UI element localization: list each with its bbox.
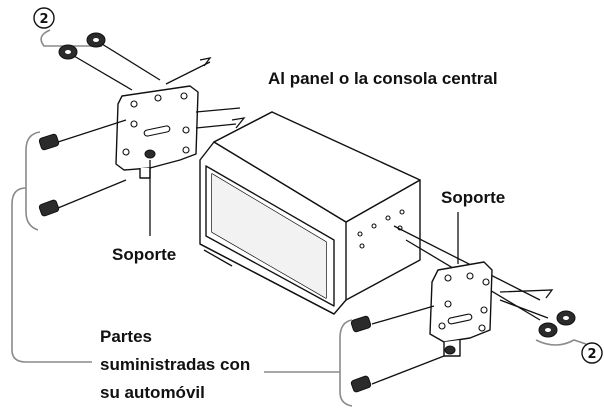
group-bracket-left-screws: [25, 131, 41, 231]
callout-2-top: 2: [33, 7, 55, 29]
screw-left-1: [38, 119, 127, 151]
supplied-parts-line-1: Partes: [100, 327, 152, 346]
guide-line-1: [73, 55, 133, 91]
bracket-right-label: Soporte: [441, 188, 505, 207]
destination-label: Al panel o la consola central: [268, 69, 498, 88]
guide-line-8: [499, 299, 549, 319]
guide-line-3: [165, 61, 211, 85]
bracket-line-bottom-screws: [535, 339, 587, 346]
bracket-right-part: [429, 261, 493, 357]
supplied-parts-line-2: suministradas con: [100, 355, 250, 374]
screw-left-2: [38, 179, 127, 217]
arrow-head-1: [199, 57, 212, 67]
guide-line-6: [393, 225, 541, 301]
callout-2-top-text: 2: [39, 12, 48, 27]
group-bracket-right-screws: [339, 319, 353, 407]
bracket-line-top-screws: [40, 29, 102, 47]
head-unit: [199, 111, 421, 315]
supplied-parts-line-3: su automóvil: [100, 383, 205, 402]
screw-right-low-1: [350, 305, 435, 333]
guide-line-4: [195, 107, 241, 113]
group-bracket-supplied: [11, 187, 92, 363]
screw-right-low-2: [350, 355, 445, 393]
guide-line-2: [101, 43, 161, 81]
bracket-left-label: Soporte: [112, 245, 176, 264]
callout-2-bottom: 2: [581, 342, 603, 364]
guide-line-5: [195, 123, 237, 129]
callout-2-bottom-text: 2: [587, 347, 596, 362]
screw-top-1: [58, 44, 78, 60]
screw-right-top-1: [538, 322, 558, 338]
arrow-head-2: [231, 117, 246, 129]
bracket-left-part: [115, 85, 199, 179]
arrow-head-3: [499, 289, 554, 299]
screw-top-2: [86, 32, 106, 48]
screw-right-top-2: [556, 310, 576, 326]
